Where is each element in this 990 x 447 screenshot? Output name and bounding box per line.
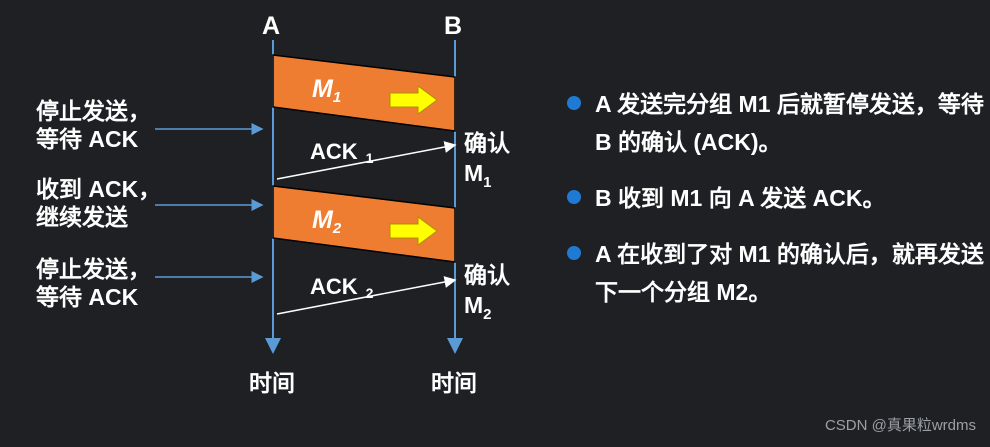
packet-m1-arrow — [389, 85, 438, 115]
ack-1-sub: 1 — [365, 150, 374, 166]
confirm-m2: 确认 M2 — [464, 260, 510, 330]
confirm-m1-line1: 确认 — [464, 130, 510, 156]
ack-line-2 — [276, 276, 457, 315]
node-b-label: B — [444, 12, 463, 40]
explanation-item: B 收到 M1 向 A 发送 ACK。 — [565, 179, 985, 217]
left-note-2-line2: 继续发送 — [36, 204, 128, 230]
ack-line-1 — [276, 141, 457, 180]
ack-1-label: ACK 1 — [310, 139, 373, 166]
message-m1-label: M1 — [312, 75, 341, 106]
bullet-dot-icon — [567, 96, 581, 110]
ack-2-label: ACK 2 — [310, 274, 373, 301]
message-m2-sub: 2 — [332, 220, 342, 237]
confirm-m1-sub: 1 — [483, 174, 492, 191]
explanation-text-2: B 收到 M1 向 A 发送 ACK。 — [595, 185, 886, 211]
confirm-m2-line1: 确认 — [464, 262, 510, 288]
message-m2-label: M2 — [312, 206, 341, 237]
explanation-item: A 发送完分组 M1 后就暂停发送，等待 B 的确认 (ACK)。 — [565, 85, 985, 161]
time-label-a: 时间 — [249, 370, 295, 396]
ack-2-text: ACK — [310, 274, 358, 299]
packet-m2-arrow — [389, 216, 438, 246]
left-note-1-line1: 停止发送， — [36, 98, 151, 124]
bullet-dot-icon — [567, 246, 581, 260]
node-a-label: A — [262, 12, 281, 40]
left-note-3-line2: 等待 ACK — [36, 284, 139, 310]
message-m2-text: M — [312, 206, 333, 234]
explanation-list: A 发送完分组 M1 后就暂停发送，等待 B 的确认 (ACK)。 B 收到 M… — [565, 85, 985, 329]
packet-m1 — [272, 54, 456, 132]
confirm-m1: 确认 M1 — [464, 128, 510, 198]
confirm-m1-text: M — [464, 160, 484, 186]
confirm-m2-sub: 2 — [483, 306, 492, 323]
left-note-2-line1: 收到 ACK， — [36, 176, 162, 202]
left-note-1-line2: 等待 ACK — [36, 126, 139, 152]
left-note-1: 停止发送， 等待 ACK — [36, 97, 151, 153]
message-m1-sub: 1 — [332, 89, 342, 106]
left-note-3: 停止发送， 等待 ACK — [36, 255, 151, 311]
left-note-3-line1: 停止发送， — [36, 256, 151, 282]
packet-m2 — [272, 185, 456, 263]
confirm-m2-line2: M2 — [464, 290, 510, 330]
explanation-text-3: A 在收到了对 M1 的确认后，就再发送下一个分组 M2。 — [595, 241, 984, 305]
ack-2-sub: 2 — [365, 285, 374, 301]
watermark: CSDN @真果粒wrdms — [824, 417, 976, 434]
bullet-dot-icon — [567, 190, 581, 204]
time-label-b: 时间 — [431, 370, 477, 396]
ack-1-text: ACK — [310, 139, 358, 164]
confirm-m1-line2: M1 — [464, 158, 510, 198]
left-note-2: 收到 ACK， 继续发送 — [36, 175, 161, 231]
explanation-item: A 在收到了对 M1 的确认后，就再发送下一个分组 M2。 — [565, 235, 985, 311]
confirm-m2-text: M — [464, 292, 484, 318]
message-m1-text: M — [312, 75, 333, 103]
explanation-text-1: A 发送完分组 M1 后就暂停发送，等待 B 的确认 (ACK)。 — [595, 91, 984, 155]
